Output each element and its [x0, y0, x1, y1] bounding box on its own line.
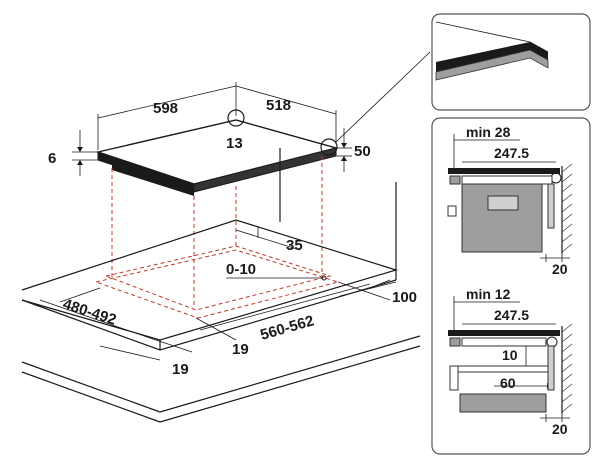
dim-480-492: 480-492	[61, 296, 119, 329]
detail-circle-13	[227, 109, 245, 127]
dim-0-10: 0-10	[226, 261, 256, 278]
lower-dim-60: 60	[500, 375, 516, 391]
hob-drawing	[21, 51, 431, 423]
section-lower	[448, 296, 573, 422]
hob-body	[112, 160, 194, 196]
lower-dim-10: 10	[502, 347, 518, 363]
dim-560-562: 560-562	[258, 312, 316, 344]
dim-100: 100	[392, 289, 417, 306]
upper-min-label: min 28	[466, 124, 511, 140]
dim-598: 598	[153, 100, 178, 117]
detail-panel-sections: min 28 247.5 20	[431, 117, 591, 455]
lower-min-label: min 12	[466, 286, 511, 302]
detail-panel-corner	[431, 13, 591, 111]
lower-dim-247-5: 247.5	[494, 307, 529, 323]
lower-dim-20: 20	[552, 421, 568, 437]
dim-50: 50	[354, 143, 371, 160]
dim-35: 35	[286, 237, 303, 254]
dim-19-a: 19	[232, 341, 249, 358]
dim-6: 6	[48, 150, 56, 167]
dim-19-b: 19	[172, 361, 189, 378]
upper-dim-20: 20	[552, 261, 568, 277]
dim-518: 518	[266, 97, 291, 114]
section-upper	[447, 134, 573, 262]
worktop	[21, 148, 421, 423]
detail-circle-corner	[320, 138, 338, 156]
upper-dim-247-5: 247.5	[494, 145, 529, 161]
dim-13: 13	[226, 135, 243, 152]
